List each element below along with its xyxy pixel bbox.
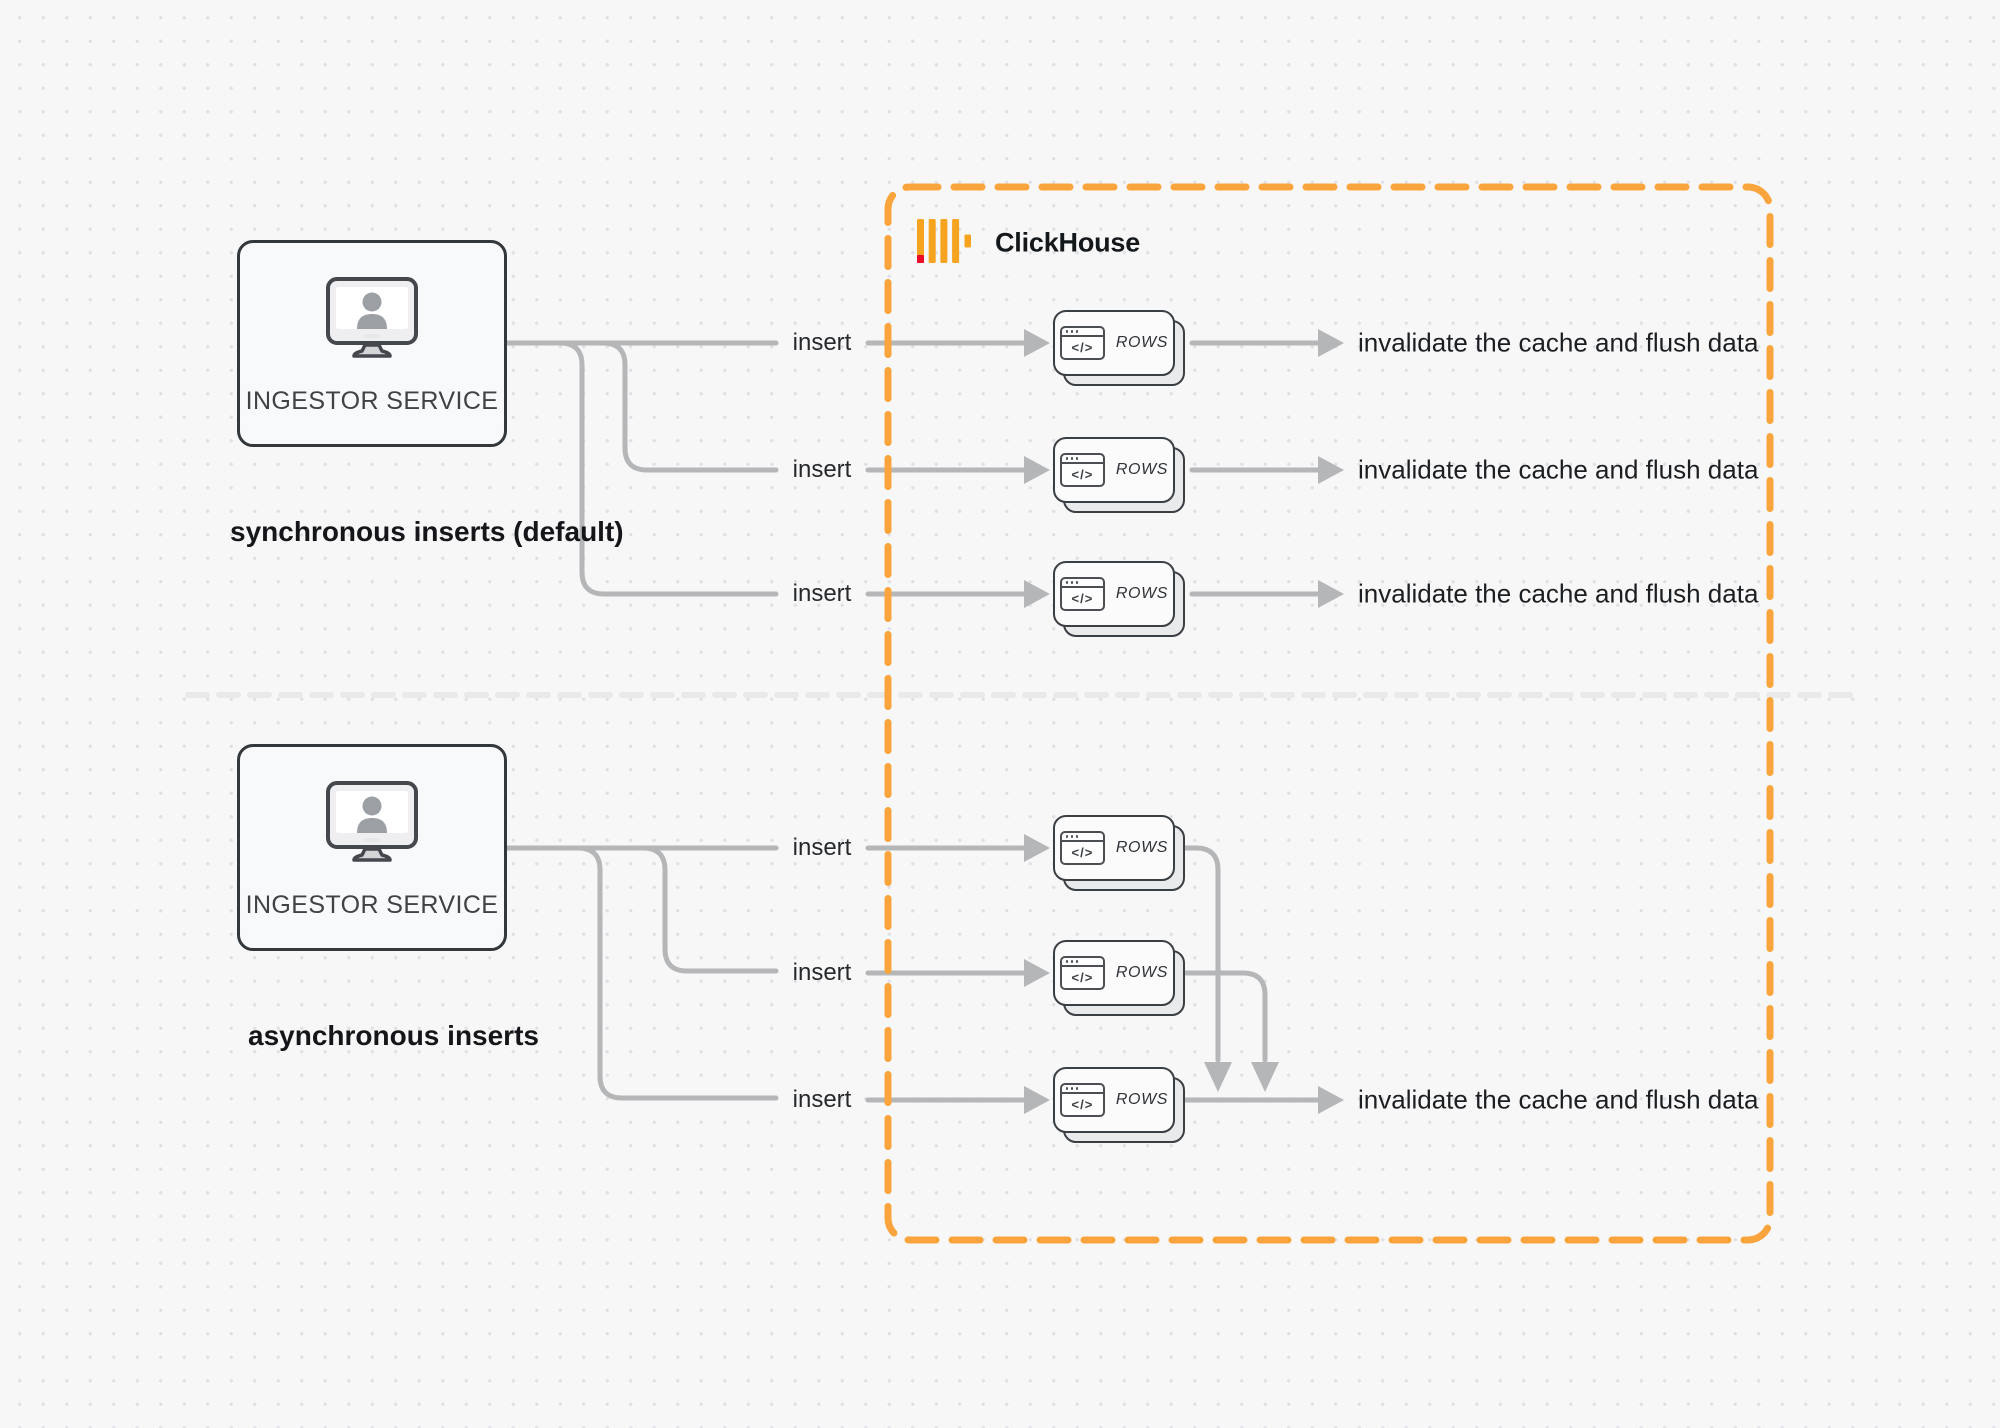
code-window-icon: </> xyxy=(1059,831,1105,865)
rows-card-label: ROWS xyxy=(1115,964,1169,981)
clickhouse-logo-icon xyxy=(917,219,971,263)
gray-connectors xyxy=(504,340,1323,1103)
rows-card-front: </> ROWS xyxy=(1053,437,1175,503)
ingestor-service-node-sync: INGESTOR SERVICE xyxy=(237,240,507,447)
clickhouse-boundary xyxy=(884,183,1774,1244)
rows-card-label: ROWS xyxy=(1115,839,1169,856)
code-window-icon: </> xyxy=(1059,577,1105,611)
async-caption: asynchronous inserts xyxy=(248,1020,539,1051)
rows-card: </> ROWS xyxy=(1053,815,1185,891)
monitor-user-icon xyxy=(326,277,418,358)
service-label: INGESTOR SERVICE xyxy=(245,891,499,919)
rows-card-front: </> ROWS xyxy=(1053,815,1175,881)
rows-card-label: ROWS xyxy=(1115,334,1169,351)
monitor-user-icon xyxy=(326,781,418,862)
sync-row3-branch xyxy=(557,340,779,597)
rows-card-front: </> ROWS xyxy=(1053,1067,1175,1133)
ingestor-service-node-async: INGESTOR SERVICE xyxy=(237,744,507,951)
rows-card-front: </> ROWS xyxy=(1053,561,1175,627)
rows-card: </> ROWS xyxy=(1053,561,1185,637)
arrowheads xyxy=(1024,329,1344,1114)
rows-card: </> ROWS xyxy=(1053,940,1185,1016)
rows-card: </> ROWS xyxy=(1053,310,1185,386)
code-window-icon: </> xyxy=(1059,453,1105,487)
code-window-icon: </> xyxy=(1059,1083,1105,1117)
rows-card-front: </> ROWS xyxy=(1053,310,1175,376)
rows-card: </> ROWS xyxy=(1053,1067,1185,1143)
async-row3-branch xyxy=(575,845,779,1101)
insert-label: insert xyxy=(792,329,852,356)
code-window-icon: </> xyxy=(1059,326,1105,360)
async-converge-1 xyxy=(1182,845,1221,1063)
insert-label: insert xyxy=(792,580,852,607)
service-label: INGESTOR SERVICE xyxy=(245,387,499,415)
code-window-icon: </> xyxy=(1059,956,1105,990)
result-label: invalidate the cache and flush data xyxy=(1358,454,1759,485)
result-label: invalidate the cache and flush data xyxy=(1358,1084,1759,1115)
rows-card-label: ROWS xyxy=(1115,461,1169,478)
insert-label: insert xyxy=(792,456,852,483)
sync-row2-branch xyxy=(600,340,779,473)
insert-label: insert xyxy=(792,1086,852,1113)
clickhouse-label: ClickHouse xyxy=(995,227,1141,258)
async-row2-branch xyxy=(640,845,779,974)
rows-card-label: ROWS xyxy=(1115,585,1169,602)
insert-label: insert xyxy=(792,959,852,986)
rows-card-label: ROWS xyxy=(1115,1091,1169,1108)
async-converge-2 xyxy=(1182,970,1268,1063)
rows-card: </> ROWS xyxy=(1053,437,1185,513)
insert-label: insert xyxy=(792,834,852,861)
result-label: invalidate the cache and flush data xyxy=(1358,578,1759,609)
result-label: invalidate the cache and flush data xyxy=(1358,327,1759,358)
sync-caption: synchronous inserts (default) xyxy=(230,516,624,547)
rows-card-front: </> ROWS xyxy=(1053,940,1175,1006)
